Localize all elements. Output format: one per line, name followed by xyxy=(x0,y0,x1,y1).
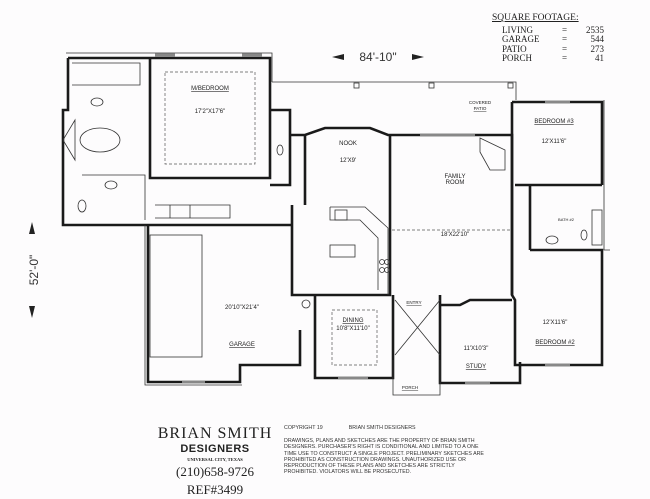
toilet-icon xyxy=(77,199,87,213)
nook-label: NOOK xyxy=(339,141,357,147)
sink-icon xyxy=(104,180,118,190)
designer-phone: (210)658-9726 xyxy=(176,464,254,479)
bedroom-wing xyxy=(510,100,610,367)
toilet-icon xyxy=(276,144,284,156)
nook-size: 12'X9' xyxy=(340,158,356,164)
square-footage-table: SQUARE FOOTAGE: LIVING = 2535 GARAGE = 544 P… xyxy=(492,13,605,64)
sqft-label: PATIO xyxy=(502,43,527,54)
cooktop-burner-icon xyxy=(379,259,385,265)
master-suite xyxy=(61,52,292,227)
sink-icon xyxy=(545,235,559,245)
sqft-eq: = xyxy=(562,53,568,63)
sqft-label: PORCH xyxy=(502,53,533,63)
bedroom2-size: 12'X11'6" xyxy=(543,320,568,326)
sink-icon xyxy=(90,97,104,107)
garage-door-track xyxy=(149,234,203,358)
post-icon xyxy=(507,82,514,89)
sqft-row-garage: GARAGE = 544 xyxy=(492,34,605,45)
sqft-row-porch: PORCH = 41 xyxy=(492,53,604,64)
depth-dimension-label: 52'-0" xyxy=(27,255,41,286)
entry-label: ENTRY xyxy=(406,300,421,305)
designer-sub: DESIGNERS xyxy=(180,443,250,455)
master-bedroom-size: 17'2"X17'6" xyxy=(195,109,226,115)
sqft-label: GARAGE xyxy=(502,34,540,44)
sqft-eq: = xyxy=(562,43,568,54)
covered-patio: COVERED PATIO xyxy=(272,81,517,111)
cooktop-burner-icon xyxy=(384,267,390,273)
bath2-label: BATH #2 xyxy=(558,217,575,222)
designer-city: UNIVERSAL CITY, TEXAS xyxy=(187,457,243,462)
arrow-right-icon xyxy=(412,54,424,60)
post-icon xyxy=(428,82,435,89)
arrow-up-icon xyxy=(29,222,35,234)
fireplace-icon xyxy=(479,137,506,171)
family-room-label-2: ROOM xyxy=(446,180,465,186)
post-icon xyxy=(353,82,360,89)
sqft-value: 273 xyxy=(590,43,605,54)
designer-block: BRIAN SMITH DESIGNERS UNIVERSAL CITY, TE… xyxy=(150,425,280,498)
sqft-row-patio: PATIO = 273 xyxy=(492,43,605,55)
main-living xyxy=(290,126,514,309)
bedroom3-label: BEDROOM #3 xyxy=(534,119,574,125)
cooktop-burner-icon xyxy=(384,259,390,265)
bathtub-icon xyxy=(591,209,603,246)
bathtub-icon xyxy=(79,127,121,153)
sqft-label: LIVING xyxy=(502,24,533,35)
bedroom3-size: 12'X11'6" xyxy=(542,139,567,145)
patio-label-2: PATIO xyxy=(474,106,487,111)
legal-text: DRAWINGS, PLANS AND SKETCHES ARE THE PRO… xyxy=(284,438,484,476)
copyright-owner: BRIAN SMITH DESIGNERS xyxy=(348,425,416,431)
dining-size: 10'8"X11'10" xyxy=(336,326,369,332)
sqft-value: 41 xyxy=(595,53,604,63)
designer-name: BRIAN SMITH xyxy=(157,425,273,442)
family-room-size: 18'X22'10" xyxy=(441,232,469,238)
arrow-left-icon xyxy=(332,54,344,60)
plan-reference: REF#3499 xyxy=(186,482,244,497)
sqft-value: 544 xyxy=(590,34,605,44)
patio-label: COVERED xyxy=(469,100,492,105)
square-footage-title: SQUARE FOOTAGE: xyxy=(492,13,579,23)
legal-notice: COPYRIGHT 19 BRIAN SMITH DESIGNERS DRAWIN… xyxy=(284,425,484,475)
cooktop-burner-icon xyxy=(379,267,385,273)
sqft-eq: = xyxy=(562,24,568,35)
sqft-eq: = xyxy=(562,34,568,44)
water-heater-icon xyxy=(301,299,311,309)
sqft-row-living: LIVING = 2535 xyxy=(492,24,604,36)
dining-label: DINING xyxy=(343,318,364,324)
bedroom2-label: BEDROOM #2 xyxy=(535,340,575,346)
toilet-icon xyxy=(580,229,588,241)
sqft-value: 2535 xyxy=(586,24,604,35)
garage xyxy=(144,223,302,386)
kitchen-island xyxy=(329,244,356,258)
family-room-label: FAMILY xyxy=(445,174,466,180)
master-bedroom-label: M/BEDROOM xyxy=(191,86,229,92)
porch-label: PORCH xyxy=(402,385,418,390)
garage-size: 20'10"X21'4" xyxy=(225,305,259,311)
study-label: STUDY xyxy=(466,364,486,370)
width-dimension-label: 84'-10" xyxy=(359,50,396,64)
arrow-down-icon xyxy=(29,306,35,318)
study-size: 11'X10'3" xyxy=(464,346,489,352)
depth-dimension: 52'-0" xyxy=(27,222,41,318)
copyright-label: COPYRIGHT 19 xyxy=(284,425,323,431)
front-rooms xyxy=(313,295,522,396)
garage-label: GARAGE xyxy=(229,342,255,348)
width-dimension: 84'-10" xyxy=(332,50,424,64)
